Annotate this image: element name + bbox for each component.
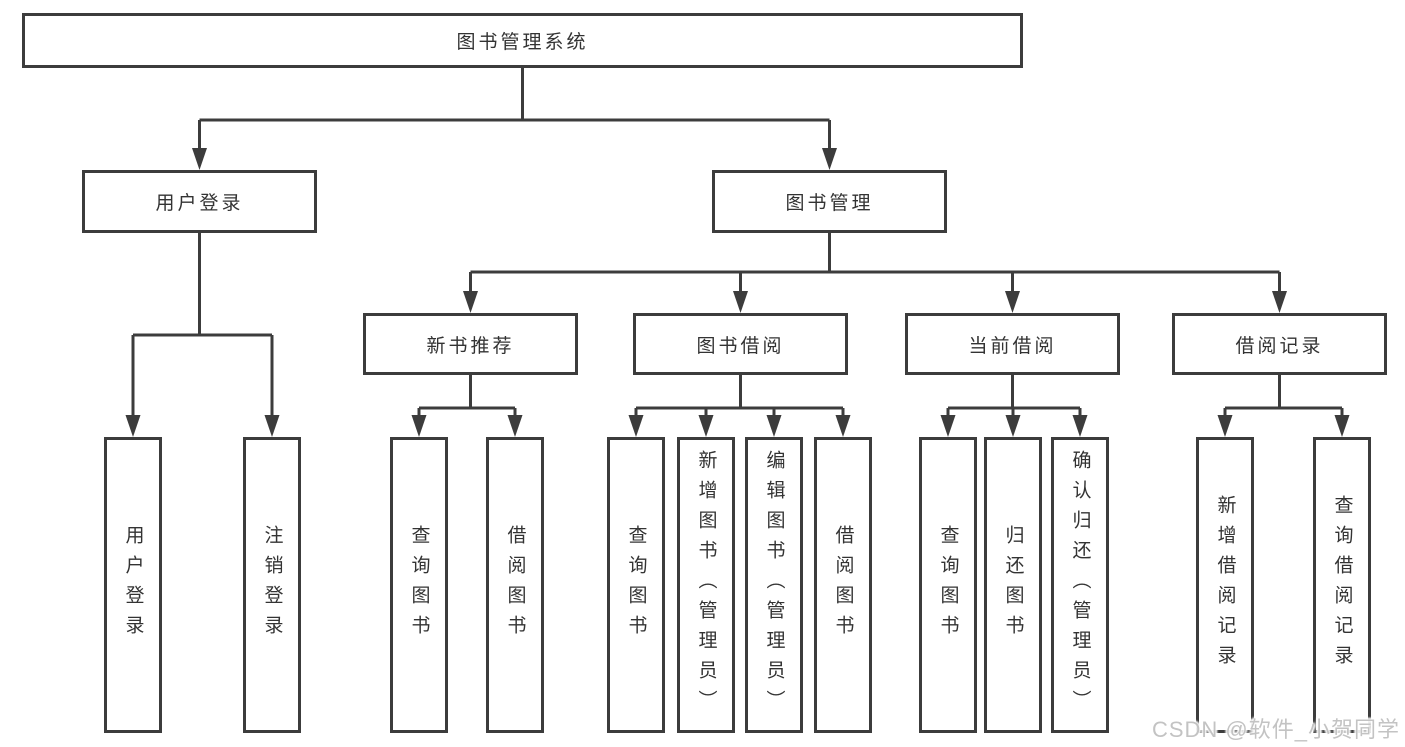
node-library-management-system: 图书管理系统 xyxy=(22,13,1023,68)
leaf-add-books-admin: 新增图书（管理员） xyxy=(677,437,735,733)
node-new-book-recommendation: 新书推荐 xyxy=(363,313,578,375)
leaf-label: 确认归还（管理员） xyxy=(1069,450,1091,720)
leaf-label: 查询图书 xyxy=(625,525,647,645)
leaf-logout: 注销登录 xyxy=(243,437,301,733)
leaf-add-borrow-record: 新增借阅记录 xyxy=(1196,437,1254,733)
leaf-label: 新增图书（管理员） xyxy=(695,450,717,720)
leaf-label: 注销登录 xyxy=(261,525,283,645)
node-label: 图书借阅 xyxy=(696,335,785,357)
leaf-borrow-books: 借阅图书 xyxy=(814,437,872,733)
node-label: 新书推荐 xyxy=(426,335,515,357)
csdn-watermark: CSDN @软件_小贺同学 xyxy=(1151,717,1400,742)
node-user-login: 用户登录 xyxy=(82,170,317,233)
node-current-borrowing: 当前借阅 xyxy=(905,313,1120,375)
leaf-label: 编辑图书（管理员） xyxy=(763,450,785,720)
leaf-confirm-return-admin: 确认归还（管理员） xyxy=(1051,437,1109,733)
leaf-label: 借阅图书 xyxy=(832,525,854,645)
leaf-label: 归还图书 xyxy=(1002,525,1024,645)
node-borrowing-records: 借阅记录 xyxy=(1172,313,1387,375)
leaf-label: 查询图书 xyxy=(408,525,430,645)
node-label: 图书管理系统 xyxy=(456,32,589,53)
leaf-label: 查询借阅记录 xyxy=(1331,495,1353,675)
node-label: 借阅记录 xyxy=(1235,335,1324,357)
leaf-borrow-books-recommend: 借阅图书 xyxy=(486,437,544,733)
leaf-label: 用户登录 xyxy=(122,525,144,645)
node-label: 图书管理 xyxy=(785,193,874,214)
leaf-return-books: 归还图书 xyxy=(984,437,1042,733)
leaf-label: 借阅图书 xyxy=(504,525,526,645)
leaf-user-login: 用户登录 xyxy=(104,437,162,733)
leaf-query-books-borrowing: 查询图书 xyxy=(607,437,665,733)
leaf-label: 新增借阅记录 xyxy=(1214,495,1236,675)
node-label: 当前借阅 xyxy=(968,335,1057,357)
leaf-edit-books-admin: 编辑图书（管理员） xyxy=(745,437,803,733)
leaf-query-books-current: 查询图书 xyxy=(919,437,977,733)
node-book-management: 图书管理 xyxy=(712,170,947,233)
leaf-query-borrow-record: 查询借阅记录 xyxy=(1313,437,1371,733)
node-label: 用户登录 xyxy=(155,193,244,214)
leaf-label: 查询图书 xyxy=(937,525,959,645)
leaf-query-books-recommend: 查询图书 xyxy=(390,437,448,733)
node-book-borrowing: 图书借阅 xyxy=(633,313,848,375)
